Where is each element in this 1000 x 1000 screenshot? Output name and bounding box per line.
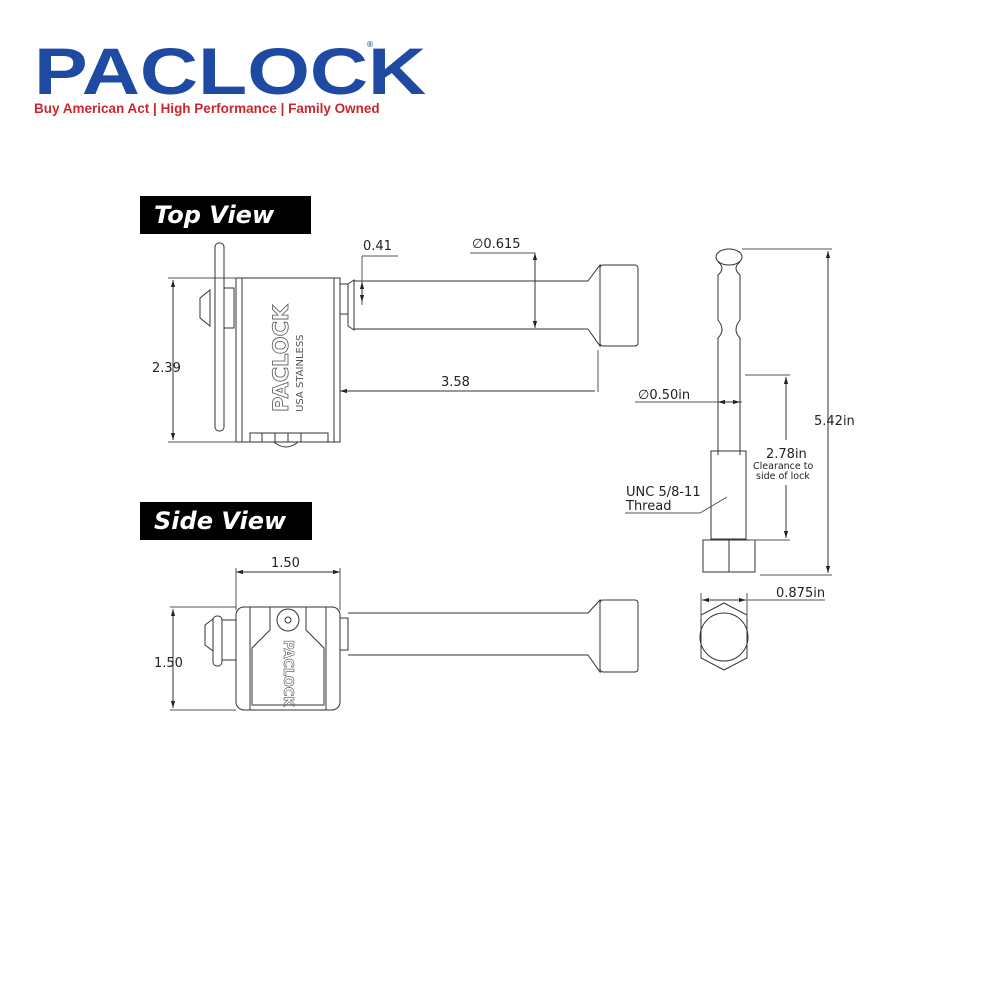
top-view-brand-text: PACLOCK	[269, 304, 293, 412]
top-view-usa-text: USA	[295, 391, 306, 412]
paclock-logo: PACLOCK	[34, 34, 427, 108]
clearance-note-1: Clearance to	[753, 461, 813, 472]
dim-pin-length: 3.58	[441, 375, 470, 390]
side-view-brand-text: PACLOCK	[280, 640, 295, 707]
dim-top-height: 2.39	[152, 361, 181, 376]
dim-side-width: 1.50	[271, 556, 300, 571]
dim-hex-width: 0.875in	[776, 586, 825, 601]
clearance-note-2: side of lock	[756, 471, 810, 482]
thread-spec-1: UNC 5/8-11	[626, 485, 701, 500]
dim-pin-diameter: ∅0.615	[472, 237, 521, 252]
pin-drawing	[625, 248, 832, 671]
side-view-label: Side View	[140, 502, 312, 540]
dim-shaft-diameter: ∅0.50in	[638, 388, 690, 403]
top-view-drawing	[168, 242, 639, 448]
top-view-stainless-text: STAINLESS	[295, 334, 306, 388]
side-view-drawing	[170, 568, 639, 711]
dim-side-height: 1.50	[154, 656, 183, 671]
thread-spec-2: Thread	[625, 499, 671, 514]
top-view-label: Top View	[140, 196, 311, 234]
registered-mark: ®	[366, 40, 374, 49]
dim-total-length: 5.42in	[814, 414, 855, 429]
dim-top-offset: 0.41	[363, 239, 392, 254]
dim-clearance: 2.78in	[766, 447, 807, 462]
brand-tagline: Buy American Act | High Performance | Fa…	[34, 101, 380, 116]
